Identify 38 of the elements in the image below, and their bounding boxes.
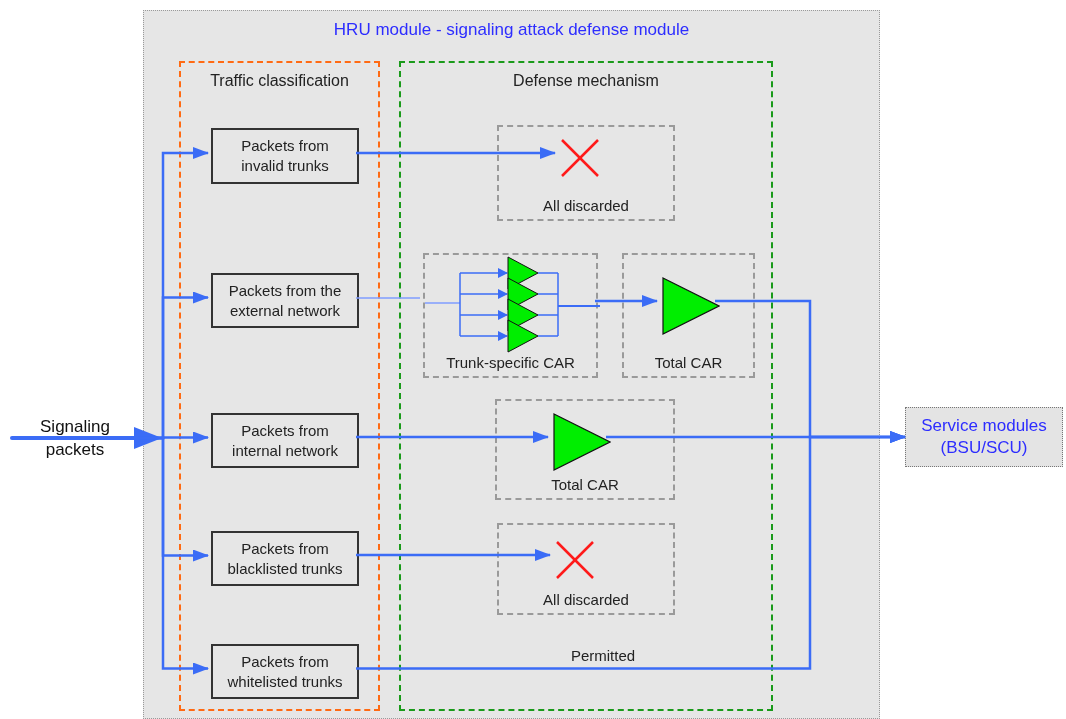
discard-cross-icon	[560, 138, 600, 178]
stage-label: All discarded	[543, 591, 629, 609]
discard-cross-icon	[555, 540, 595, 580]
arrow	[356, 431, 549, 443]
group-title: Traffic classification	[209, 71, 350, 91]
rate-limiter-triangle	[662, 277, 720, 335]
stage-box	[622, 253, 755, 378]
output-box	[905, 407, 1063, 467]
process-box	[211, 531, 359, 586]
stage-box	[497, 125, 675, 221]
process-box	[211, 413, 359, 468]
output-label: Service modules (BSU/SCU)	[920, 415, 1048, 459]
group-frame	[399, 61, 773, 711]
box-label: Packets from blacklisted trunks	[226, 538, 344, 579]
rate-limiter-triangle	[553, 413, 611, 471]
box-label: Packets from internal network	[231, 420, 339, 461]
box-label: Packets from invalid trunks	[240, 136, 330, 176]
arrow	[356, 147, 556, 159]
group-frame	[179, 61, 380, 711]
module-title: HRU module - signaling attack defense module	[332, 19, 691, 41]
arrow	[595, 295, 658, 307]
box-label: Packets from whitelisted trunks	[226, 651, 344, 692]
stage-box	[497, 523, 675, 615]
module-panel	[143, 10, 880, 719]
stage-label: Total CAR	[551, 476, 619, 494]
arrow	[356, 431, 906, 670]
stage-box	[495, 399, 675, 500]
box-label: Packets from the external network	[227, 280, 343, 321]
process-box	[211, 128, 359, 184]
stage-box	[423, 253, 598, 378]
stage-label: Total CAR	[654, 354, 723, 372]
process-box	[211, 644, 359, 699]
process-box	[211, 273, 359, 328]
group-title: Defense mechanism	[512, 71, 660, 91]
stage-label: Trunk-specific CAR	[446, 354, 575, 372]
arrow	[356, 549, 551, 561]
input-label-text: Signaling packets	[39, 416, 111, 461]
stage-label: All discarded	[543, 197, 629, 215]
